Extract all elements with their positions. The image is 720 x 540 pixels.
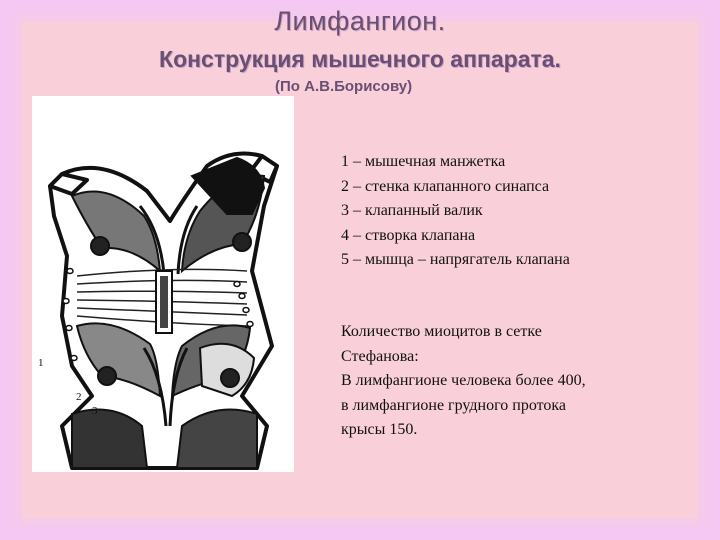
upper-valve xyxy=(70,156,266,275)
lymphangion-illustration: 1 2 3 xyxy=(32,96,294,472)
figure-labels: 1 2 3 xyxy=(38,357,98,417)
note-line: крысы 150. xyxy=(341,421,418,438)
slide-subtitle: Конструкция мышечного аппарата. xyxy=(159,46,561,72)
myocyte-count-note: Количество миоцитов в сетке Стефанова: В… xyxy=(341,320,681,443)
author-credit: (По А.В.Борисову) xyxy=(275,78,413,95)
figure-label-2: 2 xyxy=(76,391,82,403)
note-line: Количество миоцитов в сетке xyxy=(341,323,542,340)
vessel-outline xyxy=(48,151,279,470)
figure-label-3: 3 xyxy=(92,405,98,417)
legend-item-1: 1 – мышечная манжетка xyxy=(341,153,506,170)
note-line: в лимфангионе грудного протока xyxy=(341,396,567,414)
slide-title: Лимфангион. xyxy=(274,6,446,36)
legend-item-2: 2 – стенка клапанного синапса xyxy=(341,177,550,195)
note-line: Стефанова: xyxy=(341,347,419,365)
legend-item-3: 3 – клапанный валик xyxy=(341,202,483,219)
legend-list: 1 – мышечная манжетка 2 – стенка клапанн… xyxy=(341,150,570,273)
lower-valve xyxy=(71,322,258,469)
figure-label-1: 1 xyxy=(38,357,44,369)
muscle-cell-nuclei xyxy=(62,267,254,362)
legend-item-5: 5 – мышца – напрягатель клапана xyxy=(341,251,570,268)
note-line: В лимфангионе человека более 400, xyxy=(341,372,586,389)
legend-item-4: 4 – створка клапана xyxy=(341,226,476,244)
